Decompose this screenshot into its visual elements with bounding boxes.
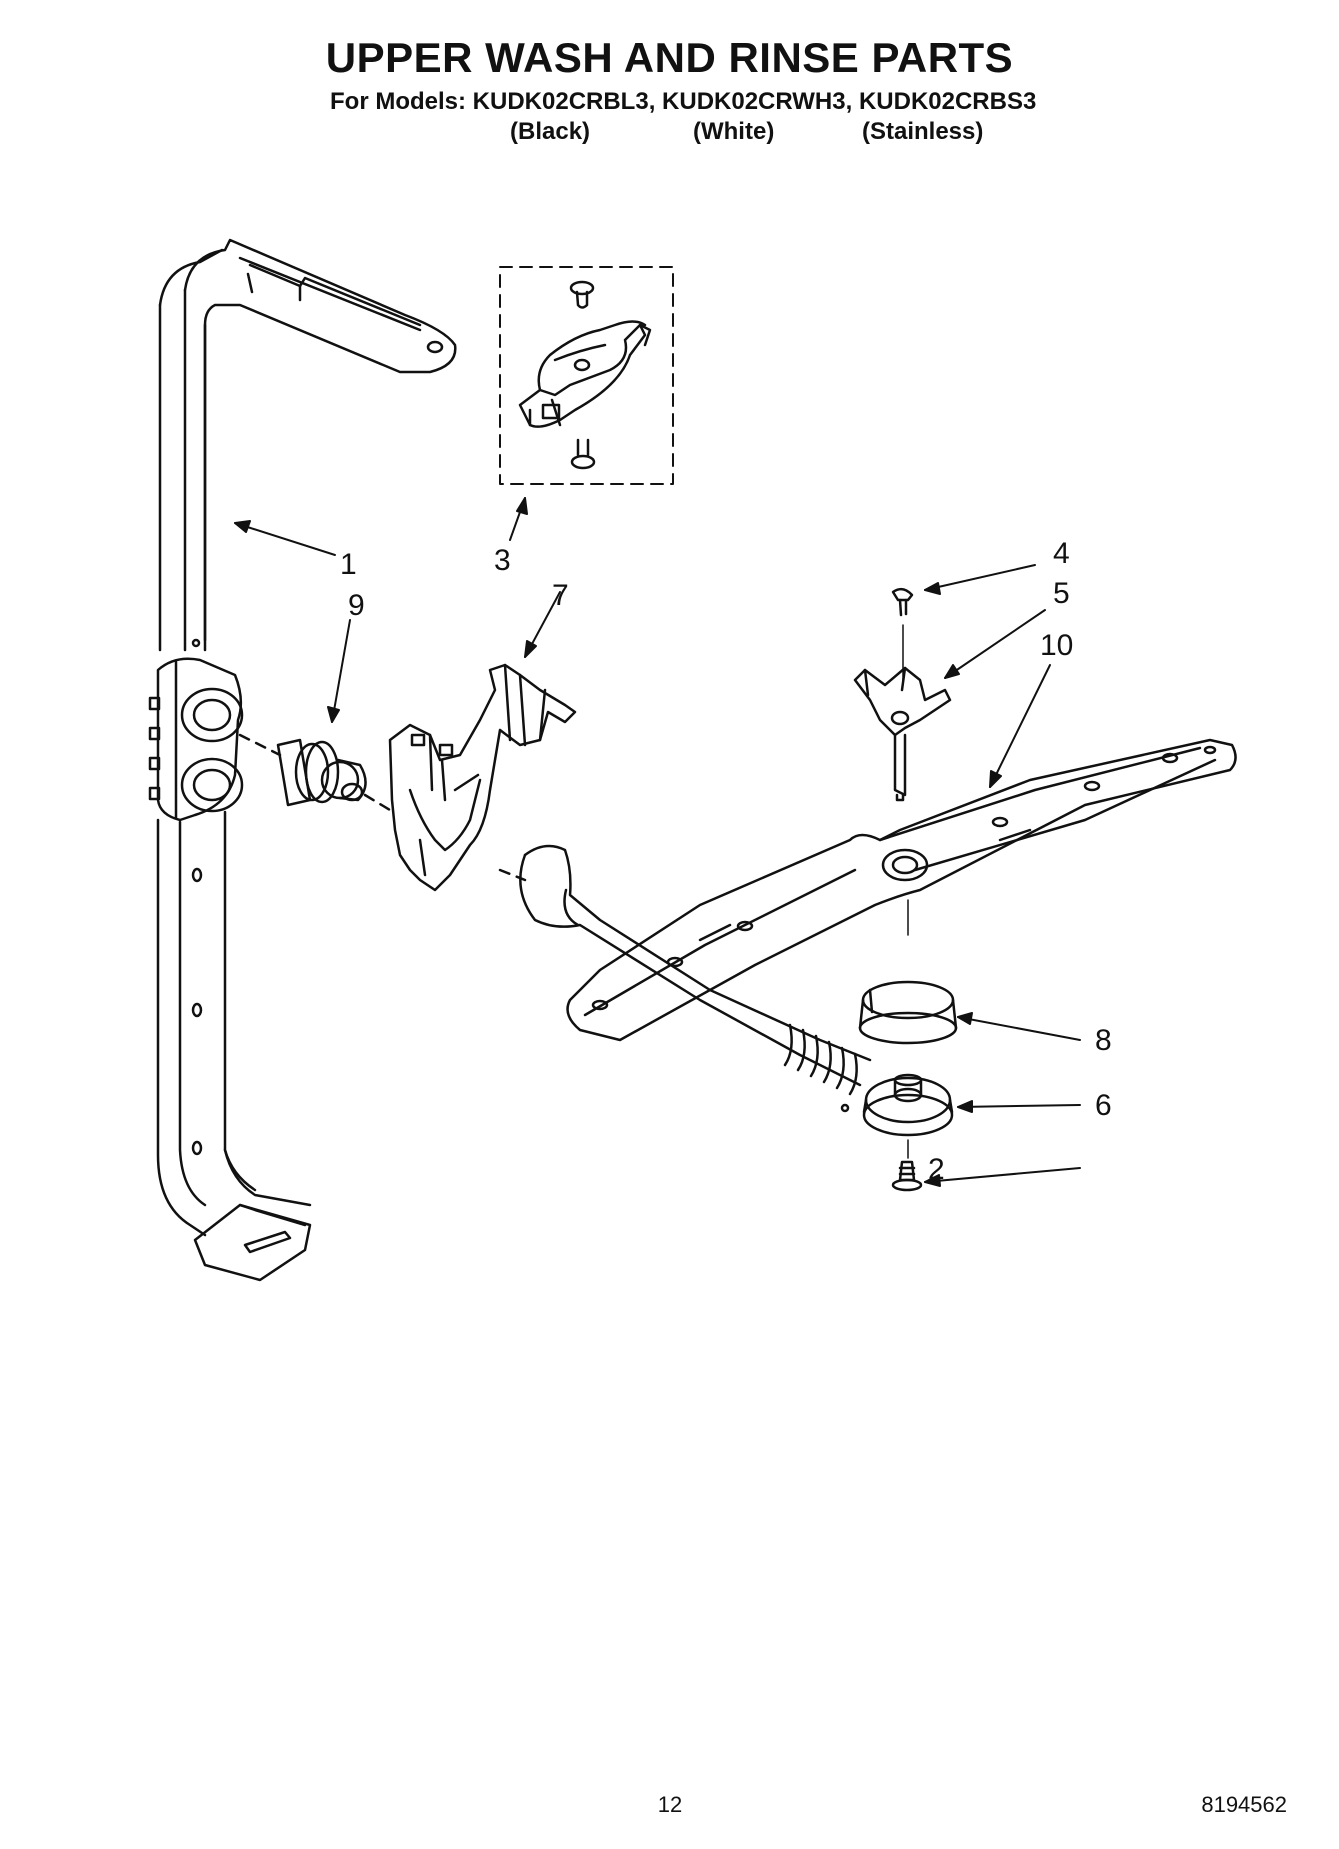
callout-7: 7: [552, 579, 569, 612]
callout-4: 4: [1053, 537, 1070, 570]
page-number: 12: [657, 1792, 683, 1817]
bracket-part: [388, 663, 577, 892]
variant-white: (White): [693, 118, 775, 145]
supply-tube-part: [148, 238, 457, 1282]
callout-8: 8: [1095, 1024, 1112, 1057]
fitting-part: [276, 738, 367, 807]
callout-6: 6: [1095, 1089, 1112, 1122]
small-screw-part: [891, 587, 914, 617]
hub-part: [862, 1073, 954, 1137]
callout-2: 2: [928, 1153, 945, 1186]
ring-part: [858, 980, 958, 1045]
variant-black: (Black): [510, 118, 591, 145]
models-line: For Models: KUDK02CRBL3, KUDK02CRWH3, KU…: [330, 88, 1037, 115]
callout-1: 1: [340, 548, 357, 581]
bottom-screw-part: [891, 1160, 923, 1192]
leader-lines: [234, 497, 1081, 1187]
page-title: UPPER WASH AND RINSE PARTS: [325, 34, 1014, 81]
variant-stainless: (Stainless): [862, 118, 984, 145]
callout-10: 10: [1040, 629, 1073, 662]
clip-assembly-part: [499, 266, 674, 485]
retainer-clip-part: [853, 666, 952, 802]
callout-3: 3: [494, 544, 511, 577]
callout-5: 5: [1053, 577, 1070, 610]
feed-tube: [519, 844, 872, 1113]
spray-arm-part: [566, 738, 1237, 1042]
document-number: 8194562: [1201, 1792, 1287, 1817]
callout-9: 9: [348, 589, 365, 622]
